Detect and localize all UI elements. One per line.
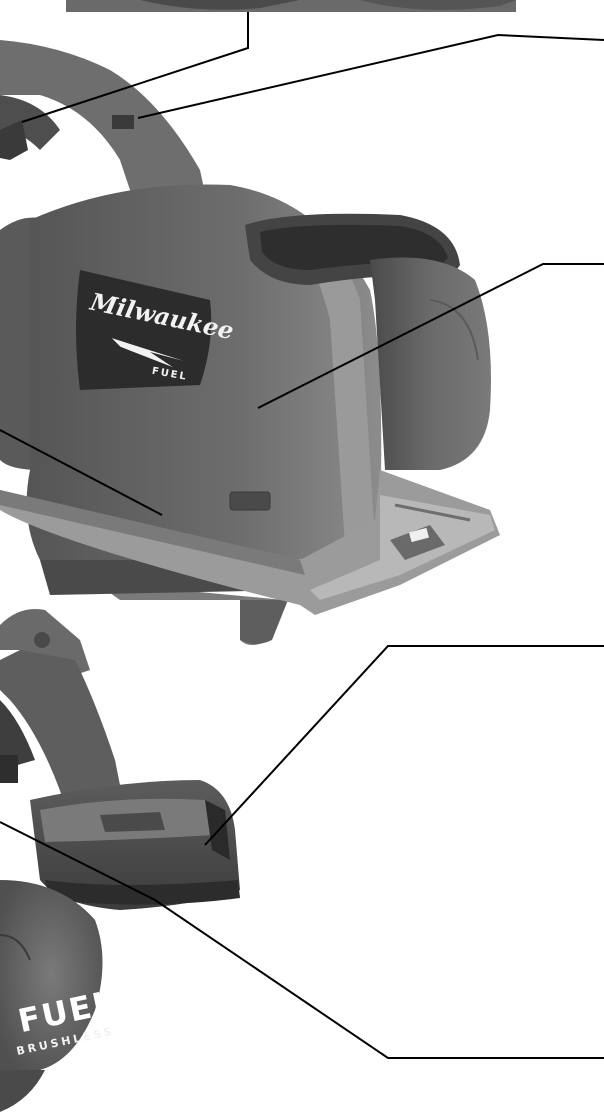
motor-cap (0, 880, 103, 1070)
leader-line-latch (0, 821, 604, 1059)
leader-line-blade (0, 429, 163, 516)
lower-grip (0, 650, 125, 820)
callout-leader-lines (0, 12, 604, 1059)
lock-off-button (112, 115, 134, 129)
battery-tool-illustration: FUEL BRUSHLESS (0, 609, 240, 1112)
guard-stamp-icon (229, 491, 271, 511)
leader-line-battery (204, 645, 604, 846)
saw-illustration: Milwaukee FUEL (0, 40, 500, 645)
leader-line-lock-off (137, 33, 604, 119)
leader-line-guard (257, 263, 604, 409)
trigger (0, 120, 28, 160)
lower-trigger (0, 755, 18, 783)
top-photo-strip (66, 0, 516, 12)
leader-line-trigger (21, 12, 249, 123)
brand-badge (76, 270, 212, 390)
motor-housing (370, 257, 491, 470)
